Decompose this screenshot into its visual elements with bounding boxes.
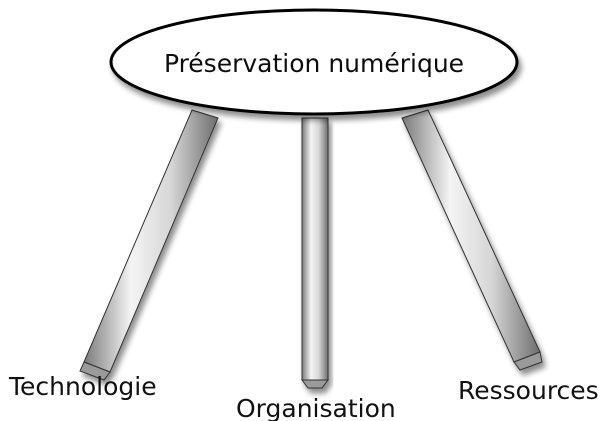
leg-label-technologie: Technologie bbox=[9, 372, 157, 401]
leg-label-ressources: Ressources bbox=[458, 376, 599, 405]
leg-label-organisation: Organisation bbox=[236, 394, 396, 421]
leg-right bbox=[401, 109, 543, 371]
seat: Préservation numérique bbox=[109, 8, 519, 116]
seat-label: Préservation numérique bbox=[164, 49, 464, 78]
leg-left bbox=[79, 109, 219, 381]
leg-middle bbox=[301, 117, 329, 389]
